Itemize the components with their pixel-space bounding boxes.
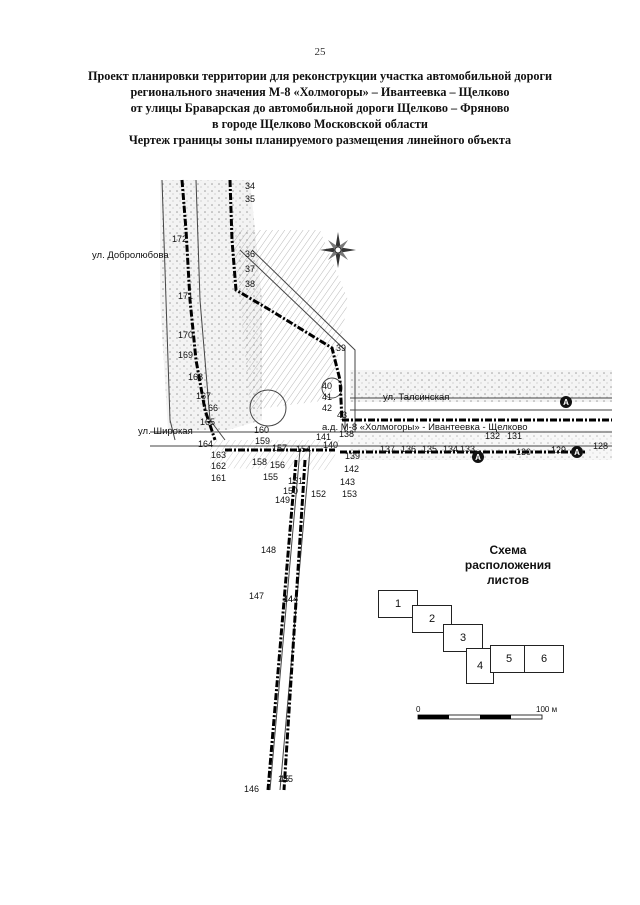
point-label: 133 [460, 444, 475, 454]
point-label: 130 [516, 447, 531, 457]
point-label: 145 [278, 774, 293, 784]
point-label: 146 [244, 784, 259, 794]
sheet-5: 5 [490, 645, 528, 673]
point-label: 154 [296, 444, 311, 454]
point-label: 151 [288, 476, 303, 486]
street-label-highway: а.д. М-8 «Холмогоры» - Ивантеевка - Щелк… [322, 422, 528, 433]
street-label-talsinskaya: ул. Талсинская [383, 392, 449, 403]
point-label: 43 [337, 410, 347, 420]
scheme-title: Схема расположения листов [438, 543, 578, 588]
point-label: 153 [342, 489, 357, 499]
point-label: 169 [178, 350, 193, 360]
point-label: 167 [196, 391, 211, 401]
compass-rose-icon [320, 232, 356, 268]
point-label: 42 [322, 403, 332, 413]
point-label: 158 [252, 457, 267, 467]
point-label: 45 [279, 774, 289, 784]
point-label: 35 [245, 194, 255, 204]
point-label: 38 [245, 279, 255, 289]
point-label: 132 [485, 431, 500, 441]
point-label: 164 [198, 439, 213, 449]
point-label: 142 [344, 464, 359, 474]
title-line-4: в городе Щелково Московской области [212, 117, 428, 131]
sheet-1: 1 [378, 590, 418, 618]
point-label: 155 [263, 472, 278, 482]
point-label: 165 [200, 417, 215, 427]
point-label: 37 [245, 264, 255, 274]
point-label: 143 [340, 477, 355, 487]
scale-start-label: 0 [416, 705, 421, 714]
point-label: 149 [275, 495, 290, 505]
point-label: 41 [322, 392, 332, 402]
marker-a-1: A [472, 451, 484, 463]
scale-bar: 0 100 м [416, 705, 557, 720]
point-label: 140 [323, 440, 338, 450]
point-label: 159 [255, 436, 270, 446]
svg-text:A: A [475, 453, 481, 462]
title-line-1: Проект планировки территории для реконст… [87, 69, 553, 83]
point-label: 135 [422, 444, 437, 454]
svg-text:A: A [574, 448, 580, 457]
point-label: 136 [401, 444, 416, 454]
point-label: 166 [203, 403, 218, 413]
point-label: 150 [283, 486, 298, 496]
sheet-4: 4 [466, 648, 494, 684]
scheme-title-line-3: листов [486, 573, 530, 587]
scheme-title-line-2: расположения [464, 558, 552, 572]
document-title: Проект планировки территории для реконст… [30, 68, 610, 148]
terrain [160, 180, 612, 470]
point-label: 44 [283, 594, 293, 604]
point-label: 139 [345, 451, 360, 461]
point-label: 148 [261, 545, 276, 555]
point-label: 157 [272, 443, 287, 453]
point-label: 161 [211, 473, 226, 483]
marker-a-2: A [571, 446, 583, 458]
point-label: 160 [254, 425, 269, 435]
point-label: 163 [211, 450, 226, 460]
street-label-dobrolyubova: ул. Добролюбова [92, 250, 169, 261]
sheet-3: 3 [443, 624, 483, 652]
marker-a-3: A [560, 396, 572, 408]
point-label: 168 [188, 372, 203, 382]
point-label: 40 [322, 381, 332, 391]
point-label: 152 [311, 489, 326, 499]
street-label-shirokaya: ул. Широкая [138, 426, 193, 437]
point-label: 131 [507, 431, 522, 441]
point-label: 141 [316, 432, 331, 442]
boundary-point-labels: 34 35 36 37 38 39 40 41 42 43 44 45 128 … [172, 181, 608, 794]
point-label: 170 [178, 330, 193, 340]
point-label: 36 [245, 249, 255, 259]
point-label: 144 [283, 594, 298, 604]
point-label: 162 [211, 461, 226, 471]
page-number: 25 [314, 46, 326, 58]
point-label: 172 [172, 234, 187, 244]
point-label: 171 [178, 291, 193, 301]
svg-text:A: A [563, 398, 569, 407]
point-label: 39 [336, 343, 346, 353]
scheme-title-line-1: Схема [489, 543, 527, 557]
point-label: 156 [270, 460, 285, 470]
title-line-2: регионального значения М-8 «Холмогоры» –… [130, 85, 510, 99]
scale-end-label: 100 м [536, 705, 557, 714]
title-line-3: от улицы Браварская до автомобильной дор… [130, 101, 510, 115]
point-label: 134 [443, 444, 458, 454]
title-line-5: Чертеж границы зоны планируемого размеще… [128, 133, 512, 147]
point-label: 34 [245, 181, 255, 191]
point-label: 138 [339, 429, 354, 439]
point-label: 128 [593, 441, 608, 451]
point-label: 137 [380, 444, 395, 454]
point-label: 129 [551, 445, 566, 455]
project-boundary [180, 179, 612, 791]
point-label: 147 [249, 591, 264, 601]
sheet-6: 6 [524, 645, 564, 673]
